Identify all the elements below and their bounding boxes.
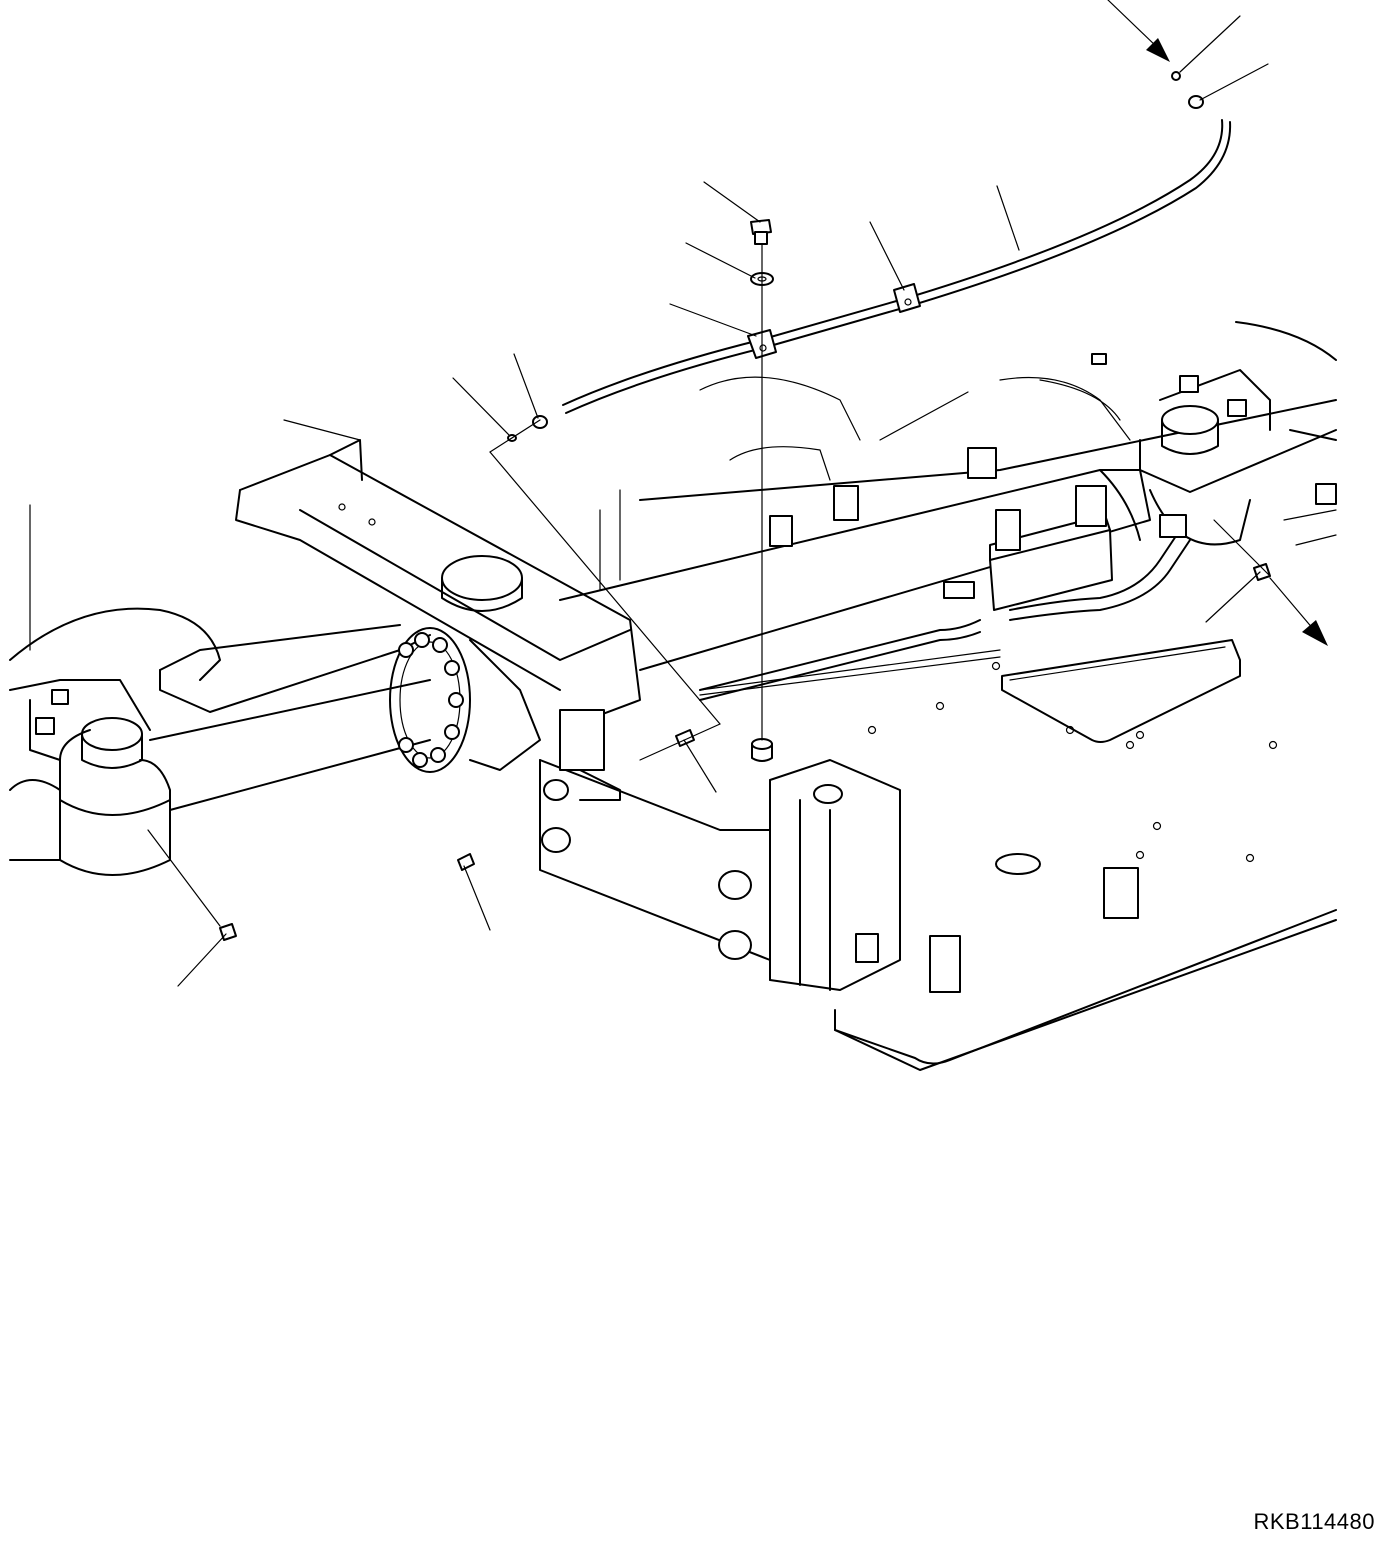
right-knuckle: [1140, 370, 1336, 544]
leader-lines: [148, 16, 1270, 986]
clamp-bolt: [751, 220, 771, 244]
tube-clamp-2: [894, 284, 920, 312]
drawing-id-label: RKB114480: [1253, 1509, 1375, 1534]
mount-spacer: [752, 739, 772, 761]
plate-holes: [339, 504, 1277, 862]
tube-fitting-right: [1172, 72, 1203, 108]
grease-nipple-1: [676, 730, 694, 746]
grease-nipple-2: [458, 854, 474, 870]
mount-column: [540, 710, 1138, 992]
base-plate: [640, 322, 1336, 1070]
frame-outline: [600, 354, 1336, 590]
axle-beam: [150, 440, 1150, 810]
arrow-out-icon: [1270, 578, 1328, 646]
grease-tube: [563, 120, 1230, 413]
left-knuckle: [10, 505, 220, 875]
grease-nipple-4: [1254, 564, 1270, 580]
cylinder-flange: [390, 628, 540, 772]
arrow-in-icon: [1108, 0, 1170, 62]
valve-block: [700, 448, 1190, 700]
